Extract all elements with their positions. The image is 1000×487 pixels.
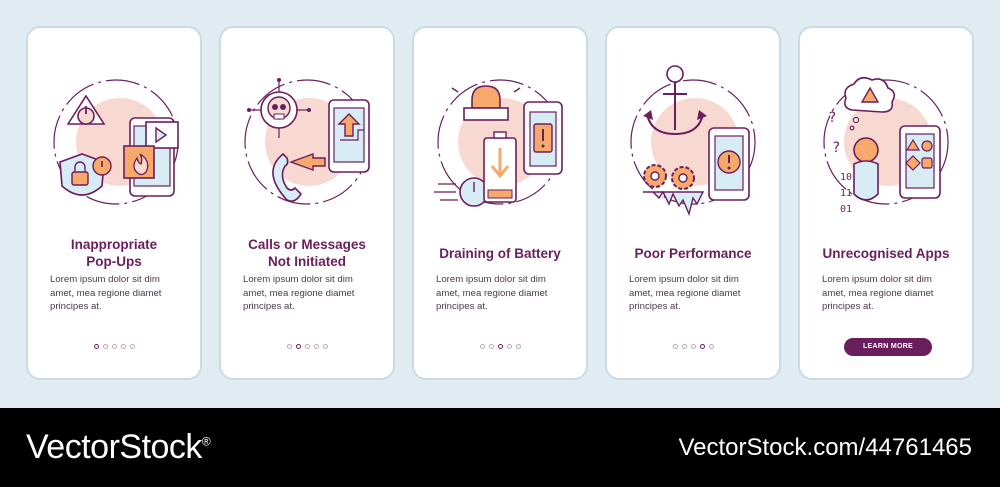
pagination-dot-active[interactable] bbox=[93, 344, 99, 349]
onboarding-stage: Inappropriate Pop-Ups Lorem ipsum dolor … bbox=[26, 26, 974, 380]
card-description: Lorem ipsum dolor sit dim amet, mea regi… bbox=[50, 274, 162, 312]
card-title: Draining of Battery bbox=[439, 245, 561, 261]
svg-text:01: 01 bbox=[840, 204, 852, 215]
card-title: Inappropriate Pop-Ups bbox=[70, 237, 158, 269]
learn-more-button[interactable]: LEARN MORE bbox=[844, 338, 932, 356]
pagination-dot[interactable] bbox=[322, 344, 328, 349]
svg-text:10: 10 bbox=[840, 172, 852, 183]
popup-warning-icon bbox=[53, 79, 179, 205]
pagination-dot[interactable] bbox=[313, 344, 319, 349]
pagination-dot[interactable] bbox=[304, 344, 310, 349]
pagination-dot[interactable] bbox=[690, 344, 696, 349]
pagination-dots bbox=[28, 344, 200, 349]
unknown-apps-icon: ? ? 10 11 01 bbox=[823, 76, 949, 215]
pagination-dot[interactable] bbox=[479, 344, 485, 349]
onboarding-card-3: Draining of Battery Lorem ipsum dolor si… bbox=[412, 26, 588, 380]
skull-call-icon bbox=[244, 78, 370, 205]
onboarding-card-5: ? ? 10 11 01 Unrecognised Apps Lorem ips… bbox=[798, 26, 974, 380]
pagination-dot[interactable] bbox=[708, 344, 714, 349]
onboarding-card-1: Inappropriate Pop-Ups Lorem ipsum dolor … bbox=[26, 26, 202, 380]
brand-wordmark: VectorStock® bbox=[26, 428, 211, 467]
card-description: Lorem ipsum dolor sit dim amet, mea regi… bbox=[436, 274, 548, 312]
pagination-dot[interactable] bbox=[102, 344, 108, 349]
svg-text:?: ? bbox=[828, 110, 836, 126]
pagination-dot-active[interactable] bbox=[497, 344, 503, 349]
onboarding-card-2: Calls or Messages Not Initiated Lorem ip… bbox=[219, 26, 395, 380]
footer-bar: VectorStock® VectorStock.com/44761465 bbox=[0, 408, 1000, 487]
card-description: Lorem ipsum dolor sit dim amet, mea regi… bbox=[629, 274, 741, 312]
pagination-dot[interactable] bbox=[111, 344, 117, 349]
svg-text:?: ? bbox=[832, 140, 840, 156]
svg-text:11: 11 bbox=[840, 188, 852, 199]
pagination-dot[interactable] bbox=[488, 344, 494, 349]
pagination-dots bbox=[414, 344, 586, 349]
pagination-dot[interactable] bbox=[120, 344, 126, 349]
pagination-dot[interactable] bbox=[515, 344, 521, 349]
card-title: Unrecognised Apps bbox=[822, 245, 950, 261]
pagination-dot[interactable] bbox=[286, 344, 292, 349]
pagination-dots bbox=[607, 344, 779, 349]
pagination-dot[interactable] bbox=[506, 344, 512, 349]
pagination-dot-active[interactable] bbox=[295, 344, 301, 349]
anchor-gears-icon bbox=[630, 65, 756, 217]
pagination-dot-active[interactable] bbox=[699, 344, 705, 349]
pagination-dot[interactable] bbox=[681, 344, 687, 349]
battery-alarm-icon bbox=[434, 79, 563, 207]
card-description: Lorem ipsum dolor sit dim amet, mea regi… bbox=[822, 274, 934, 312]
registered-mark: ® bbox=[201, 434, 211, 449]
card-title: Calls or Messages Not Initiated bbox=[248, 237, 366, 269]
pagination-dots bbox=[221, 344, 393, 349]
pagination-dot[interactable] bbox=[129, 344, 135, 349]
brand-name: VectorStock bbox=[26, 428, 202, 466]
pagination-dot[interactable] bbox=[672, 344, 678, 349]
card-description: Lorem ipsum dolor sit dim amet, mea regi… bbox=[243, 274, 355, 312]
card-title: Poor Performance bbox=[634, 245, 752, 261]
onboarding-card-4: Poor Performance Lorem ipsum dolor sit d… bbox=[605, 26, 781, 380]
image-credit: VectorStock.com/44761465 bbox=[678, 434, 972, 461]
